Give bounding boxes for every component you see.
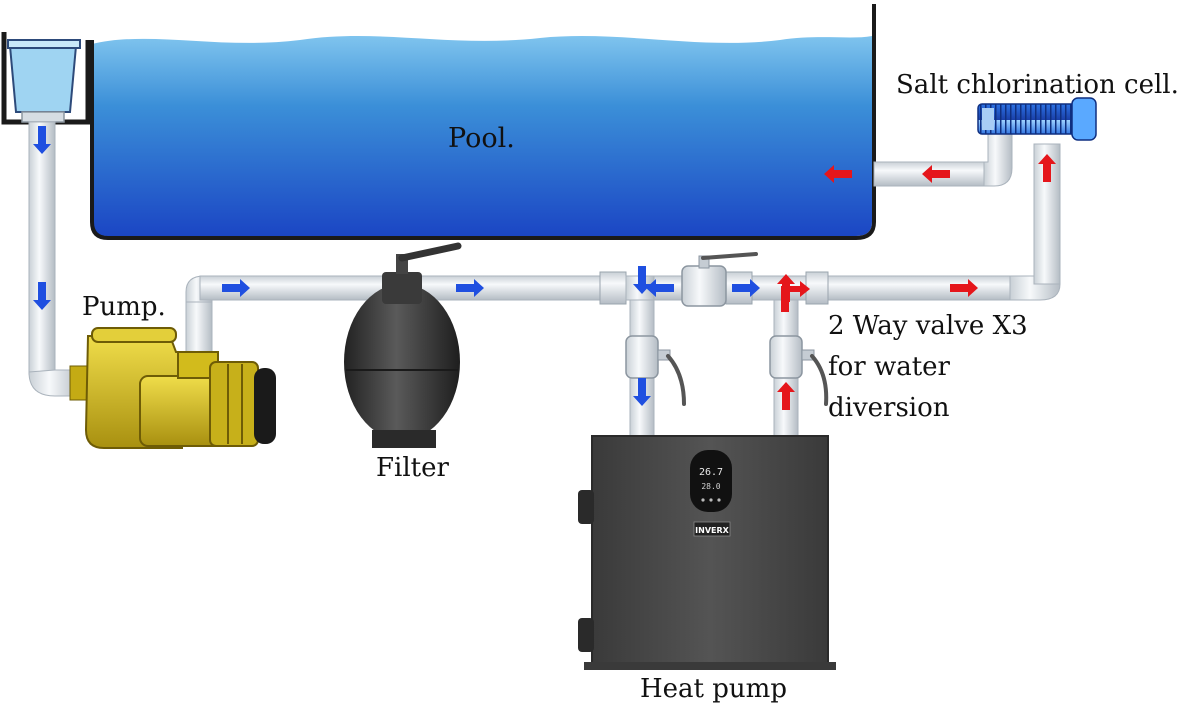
- pool-wall: [90, 4, 876, 240]
- filter-label: Filter: [376, 453, 450, 483]
- hot-flow-arrow-left: [824, 165, 852, 183]
- cold-flow-arrow-left: [646, 279, 674, 297]
- valve-main: [681, 252, 758, 307]
- hot-flow-arrow-up: [1038, 154, 1056, 182]
- heat-pump-brand: INVERX: [695, 526, 729, 535]
- valve-label-line3: diversion: [828, 393, 950, 423]
- hot-flow-arrow-right: [950, 279, 978, 297]
- cold-flow-arrow-down: [33, 282, 51, 310]
- pump: Pump.: [69, 292, 276, 449]
- skimmer: [1, 32, 91, 125]
- pool-water: [92, 36, 872, 236]
- cold-flow-arrow-down: [33, 126, 51, 154]
- salt-cell-label: Salt chlorination cell.: [896, 70, 1179, 100]
- valve-annotation: 2 Way valve X3 for water diversion: [828, 311, 1028, 423]
- valve-label-line1: 2 Way valve X3: [828, 311, 1028, 341]
- skimmer-basket: [8, 45, 78, 113]
- flow-arrows: [33, 126, 1056, 410]
- cold-flow-arrow-right: [732, 279, 760, 297]
- pool-label: Pool.: [448, 123, 515, 154]
- valve-inlet: [625, 335, 686, 406]
- hot-flow-arrow-left: [922, 165, 950, 183]
- heat-pump-display: [690, 450, 732, 512]
- heat-pump-display-top: 26.7: [699, 467, 723, 478]
- cold-flow-arrow-right: [222, 279, 250, 297]
- pool: Pool.: [90, 4, 876, 240]
- cold-flow-arrow-down: [633, 266, 651, 294]
- heat-pump: 26.7 28.0 INVERX Heat pump: [578, 435, 836, 704]
- heat-pump-display-bottom: 28.0: [701, 482, 720, 491]
- pump-label: Pump.: [82, 292, 166, 322]
- cold-flow-arrow-down: [633, 378, 651, 406]
- hot-flow-elbow-arrow: [781, 281, 810, 312]
- heat-pump-label: Heat pump: [640, 674, 787, 704]
- valve-label-line2: for water: [828, 352, 951, 382]
- salt-chlorination-cell: Salt chlorination cell.: [896, 70, 1179, 141]
- valve-outlet: [769, 335, 829, 406]
- cold-flow-arrow-right: [456, 279, 484, 297]
- hot-flow-arrow-up: [777, 382, 795, 410]
- filter: Filter: [344, 242, 462, 483]
